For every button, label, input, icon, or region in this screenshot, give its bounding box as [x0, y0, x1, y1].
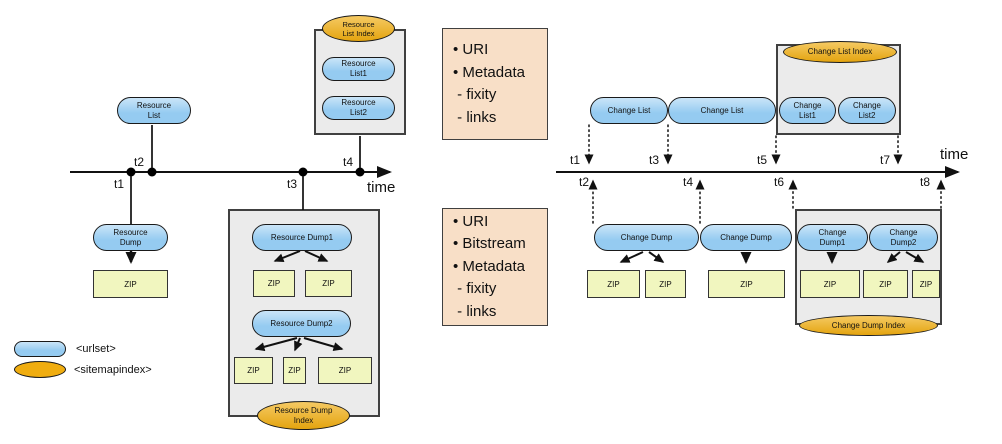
resource-list-node: Resource List: [117, 97, 191, 124]
resource-dump2-node: Resource Dump2: [252, 310, 351, 337]
zip-box: ZIP: [318, 357, 372, 384]
right-tick-t1: t1: [570, 153, 581, 167]
zip-box: ZIP: [800, 270, 860, 298]
left-tick-t2: t2: [134, 155, 145, 169]
zip-box: ZIP: [283, 357, 306, 384]
arrow: [619, 251, 644, 263]
t3-dot: [298, 167, 308, 177]
change-list-index-node: Change List Index: [783, 41, 897, 63]
sitemapindex-legend-label: <sitemapindex>: [74, 364, 152, 376]
t4-dot: [355, 167, 365, 177]
zip-box: ZIP: [234, 357, 273, 384]
right-tick-t6: t6: [774, 175, 785, 189]
change-dump1-node: Change Dump1: [797, 224, 868, 251]
zip-box: ZIP: [305, 270, 352, 297]
change-list2-node: Change List2: [838, 97, 896, 124]
urlset-swatch: [14, 341, 66, 357]
left-tick-t4: t4: [343, 155, 354, 169]
change-list1-node: Change List1: [779, 97, 836, 124]
sitemapindex-swatch: [14, 361, 66, 378]
right-tick-t8: t8: [920, 175, 931, 189]
right-tick-t2: t2: [579, 175, 590, 189]
change-dump2-node: Change Dump2: [869, 224, 938, 251]
right-tick-t7: t7: [880, 153, 891, 167]
resource-dump-index-node: Resource Dump Index: [257, 401, 350, 430]
zip-box: ZIP: [863, 270, 908, 298]
resource-dump1-node: Resource Dump1: [252, 224, 352, 251]
list-note-box: • URI • Metadata - fixity - links: [442, 28, 548, 140]
change-list-node-a: Change List: [590, 97, 668, 124]
change-dump-node-a: Change Dump: [594, 224, 699, 251]
left-time-label: time: [367, 179, 396, 196]
resource-list2-node: Resource List2: [322, 96, 395, 120]
change-dump-node-b: Change Dump: [700, 224, 792, 251]
right-tick-t4: t4: [683, 175, 694, 189]
zip-box: ZIP: [645, 270, 686, 298]
right-tick-t5: t5: [757, 153, 768, 167]
right-tick-t3: t3: [649, 153, 660, 167]
resource-dump-node: Resource Dump: [93, 224, 168, 251]
change-list-node-b: Change List: [668, 97, 776, 124]
change-dump-index-node: Change Dump Index: [799, 315, 938, 336]
zip-box: ZIP: [253, 270, 295, 297]
resource-list1-node: Resource List1: [322, 57, 395, 81]
t2-dot: [147, 167, 157, 177]
zip-box: ZIP: [912, 270, 940, 298]
left-tick-t3: t3: [287, 177, 298, 191]
zip-box: ZIP: [93, 270, 168, 298]
zip-box: ZIP: [708, 270, 785, 298]
urlset-legend-label: <urlset>: [76, 343, 116, 355]
resource-list-index-node: Resource List Index: [322, 15, 395, 42]
zip-box: ZIP: [587, 270, 640, 298]
left-tick-t1: t1: [114, 177, 125, 191]
dump-note-box: • URI • Bitstream • Metadata - fixity - …: [442, 208, 548, 326]
right-time-label: time: [940, 146, 969, 163]
arrow: [648, 251, 665, 263]
